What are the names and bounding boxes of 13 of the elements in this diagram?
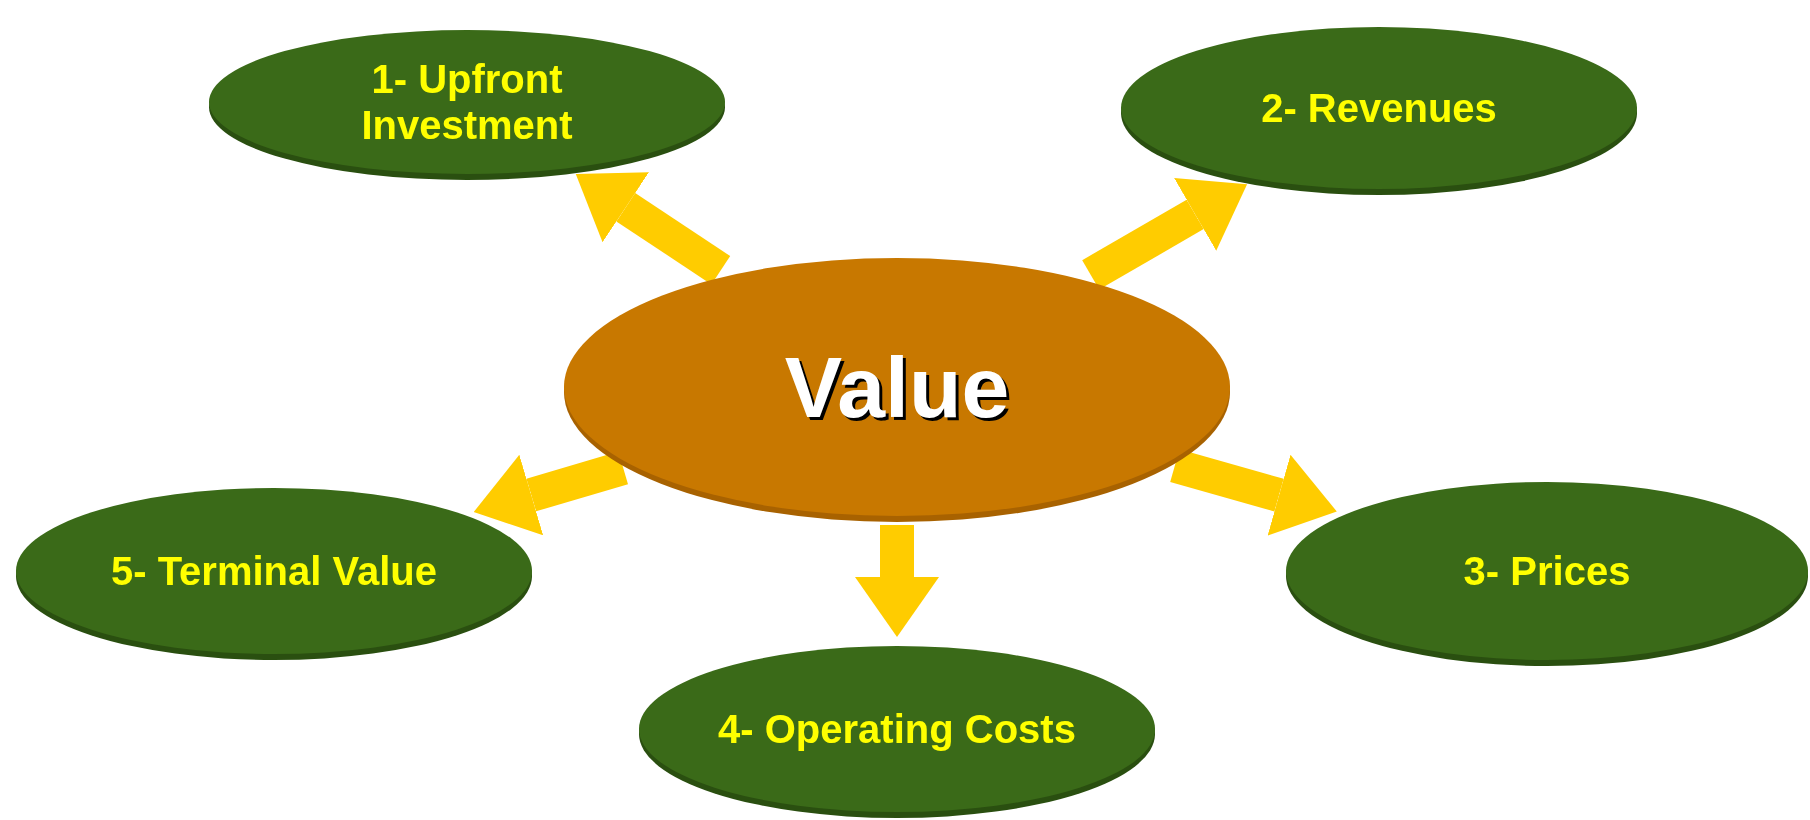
- node-label: 4- Operating Costs: [718, 706, 1076, 752]
- ellipse-node: [562, 255, 1232, 519]
- ellipse-node: [207, 27, 727, 177]
- ellipse-node: [14, 485, 534, 657]
- ellipse-node: [1119, 24, 1639, 192]
- node-label: 3- Prices: [1463, 548, 1631, 594]
- block-arrow: [855, 525, 939, 637]
- node-label: 1- Upfront Investment: [360, 56, 574, 148]
- ellipse-node: [1284, 479, 1810, 663]
- node-label: 5- Terminal Value: [110, 548, 438, 594]
- node-label: 2- Revenues: [1261, 85, 1497, 131]
- ellipse-node: [637, 643, 1157, 815]
- center-label: Value: [784, 337, 1010, 437]
